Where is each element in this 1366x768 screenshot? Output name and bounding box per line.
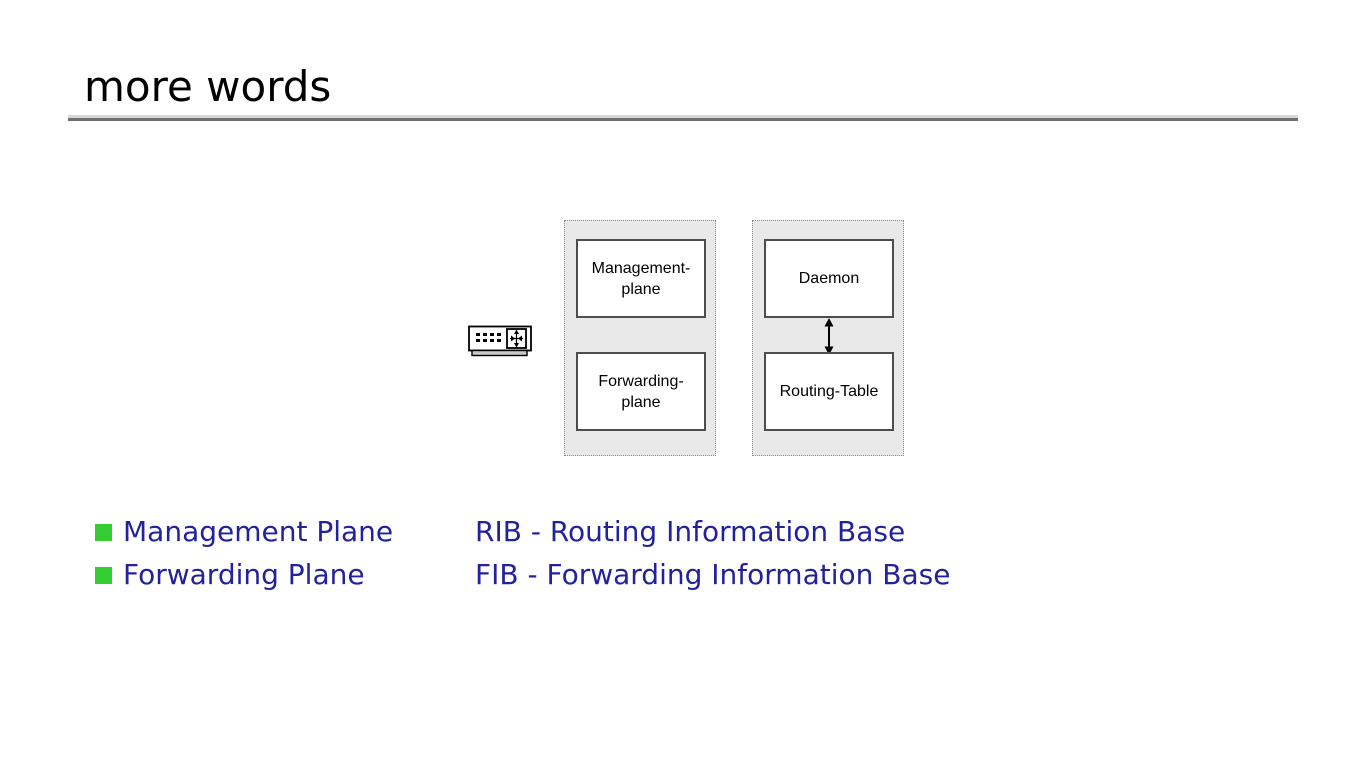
management-plane-box: Management- plane: [576, 239, 706, 318]
bullet-label: Management Plane: [123, 515, 394, 548]
routing-panel: Daemon Routing-Table: [752, 220, 904, 456]
switch-base: [471, 349, 528, 357]
box-label-line: Routing-Table: [779, 383, 879, 400]
box-label-line: Management-: [591, 259, 691, 277]
title-underline-light: [68, 115, 1298, 118]
title-underline: [68, 115, 1298, 121]
network-switch-icon: [468, 325, 532, 357]
box-label-line: plane: [621, 393, 661, 411]
switch-ports: [476, 333, 501, 342]
page-title: more words: [84, 62, 332, 111]
bullet-item-management-plane: Management Plane: [95, 512, 393, 552]
box-label-line: Daemon: [798, 270, 860, 287]
bullet-label: Forwarding Plane: [123, 558, 365, 591]
forwarding-plane-box: Forwarding- plane: [576, 352, 706, 431]
daemon-box: Daemon: [764, 239, 894, 318]
box-label-line: plane: [621, 280, 661, 298]
definition-fib: FIB - Forwarding Information Base: [475, 558, 951, 591]
bullet-square-icon: [95, 566, 112, 584]
definition-rib: RIB - Routing Information Base: [475, 515, 906, 548]
bullet-square-icon: [95, 523, 112, 541]
routing-table-box: Routing-Table: [764, 352, 894, 431]
double-arrow-icon: [824, 318, 834, 355]
plane-panel: Management- plane Forwarding- plane: [564, 220, 716, 456]
bullet-item-forwarding-plane: Forwarding Plane: [95, 555, 365, 595]
title-underline-dark: [68, 118, 1298, 121]
box-label-line: Forwarding-: [598, 372, 684, 390]
